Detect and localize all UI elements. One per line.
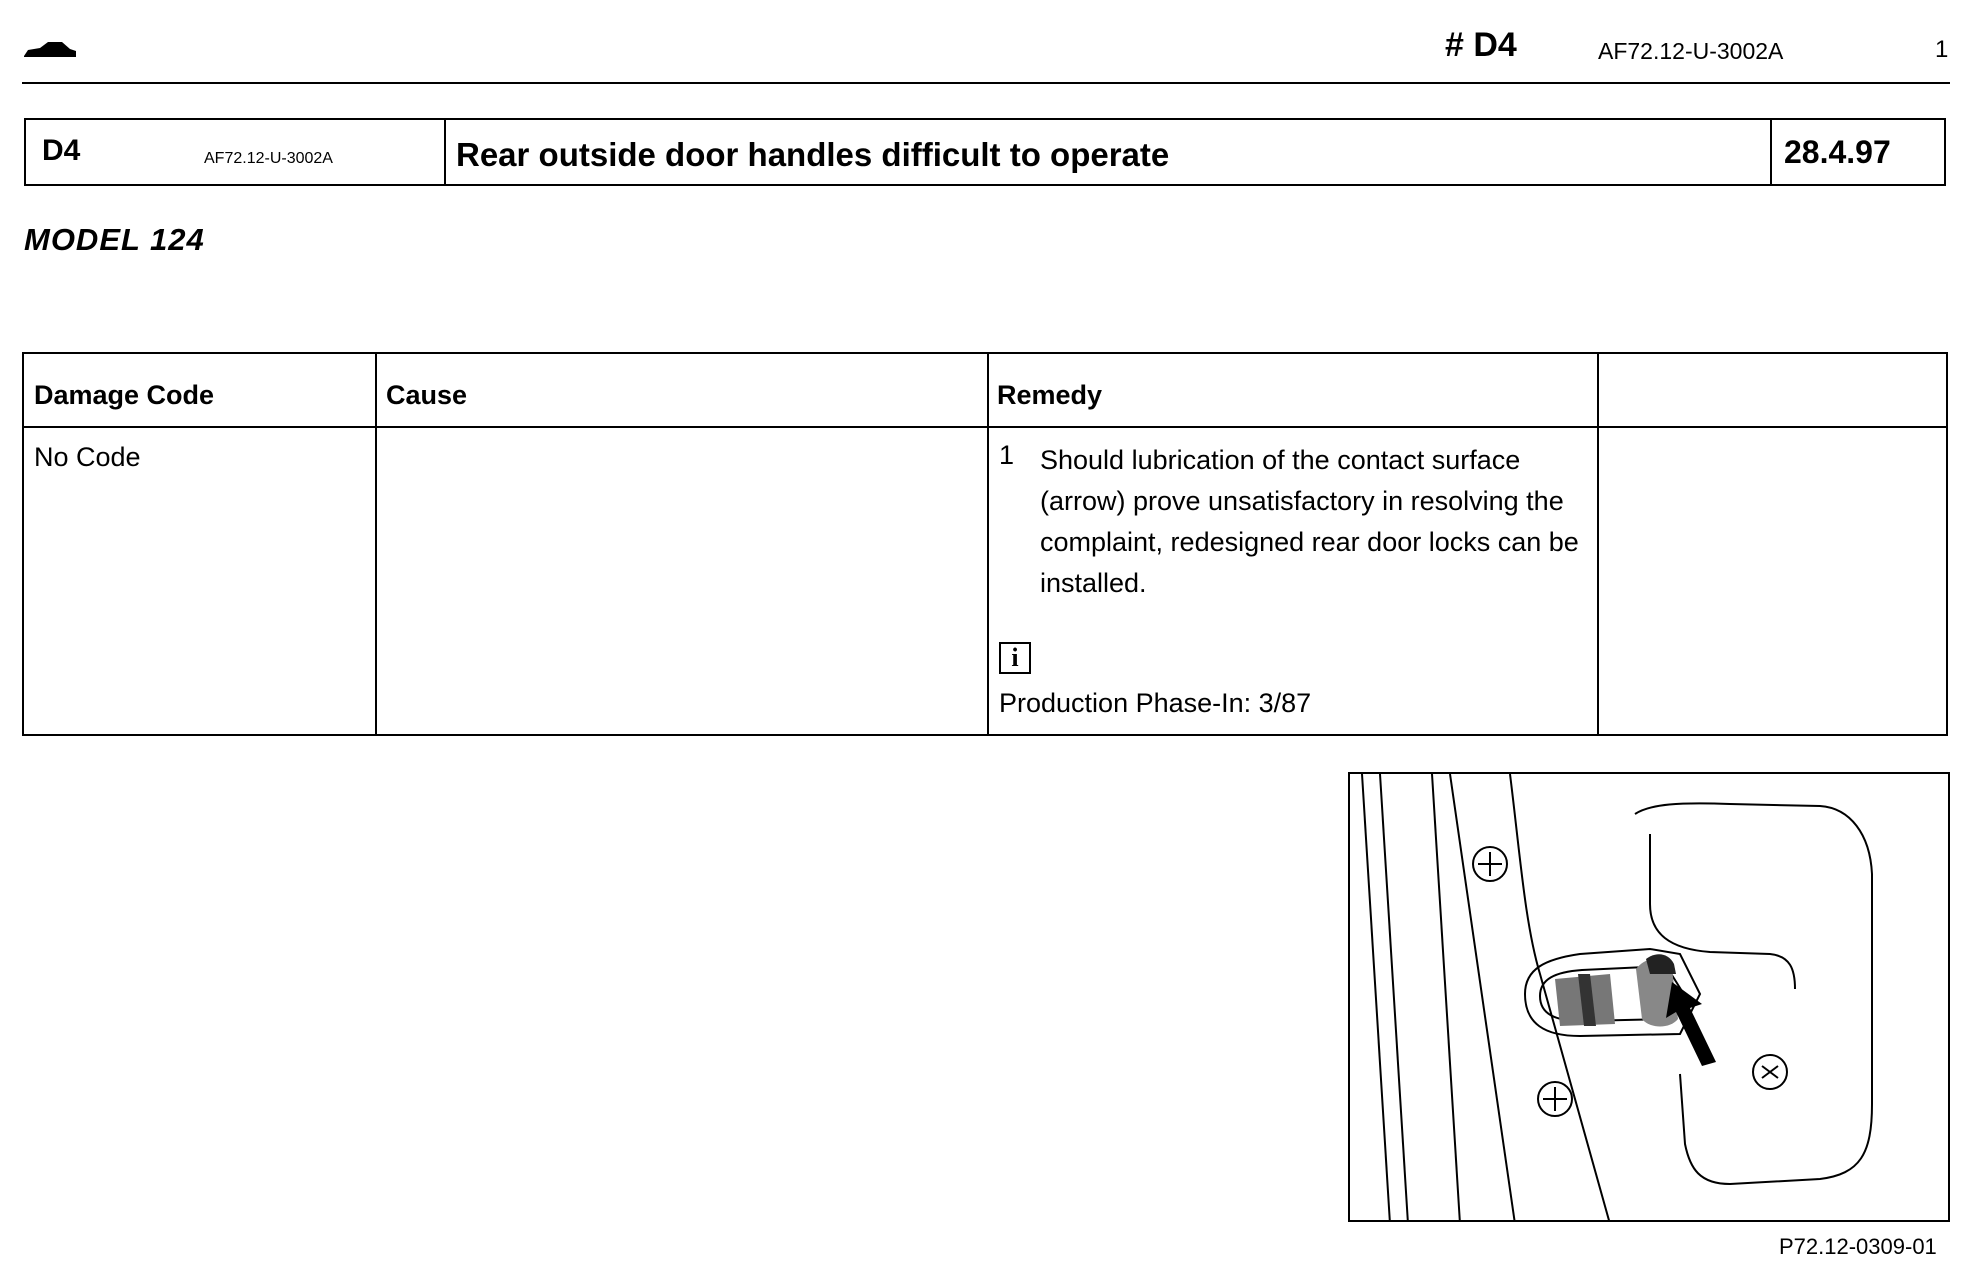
damage-table: Damage Code Cause Remedy No Code 1 Shoul…	[22, 352, 1948, 736]
header-rule	[22, 82, 1950, 84]
remedy-text: Should lubrication of the contact surfac…	[1040, 445, 1579, 598]
col-header-remedy: Remedy	[997, 380, 1103, 410]
remedy-number: 1	[999, 440, 1015, 470]
column-divider	[987, 354, 989, 734]
title-date-cell: 28.4.97	[1772, 120, 1944, 184]
info-icon: i	[999, 642, 1031, 674]
col-header-damage-code: Damage Code	[34, 380, 215, 410]
door-lock-figure	[1348, 772, 1950, 1222]
production-phase-in: Production Phase-In: 3/87	[999, 688, 1312, 718]
damage-code-value: No Code	[34, 442, 141, 472]
column-divider	[1597, 354, 1599, 734]
title-text-cell: Rear outside door handles difficult to o…	[446, 120, 1772, 184]
model-heading: MODEL 124	[24, 222, 205, 257]
car-icon	[24, 42, 76, 57]
title-code: D4	[42, 134, 81, 167]
header-code: # D4	[1445, 26, 1517, 64]
figure-caption: P72.12-0309-01	[1779, 1234, 1937, 1259]
title-code-cell: D4 AF72.12-U-3002A	[26, 120, 446, 184]
column-divider	[375, 354, 377, 734]
title-doc-number: AF72.12-U-3002A	[204, 150, 333, 167]
header-divider	[24, 426, 1946, 428]
page-number: 1	[1935, 36, 1949, 63]
door-lock-illustration	[1361, 774, 1873, 1220]
issue-date: 28.4.97	[1784, 134, 1891, 170]
page-title: Rear outside door handles difficult to o…	[456, 136, 1170, 173]
col-header-cause: Cause	[386, 380, 468, 410]
header-doc-number: AF72.12-U-3002A	[1598, 38, 1784, 64]
title-bar: D4 AF72.12-U-3002A Rear outside door han…	[24, 118, 1946, 186]
